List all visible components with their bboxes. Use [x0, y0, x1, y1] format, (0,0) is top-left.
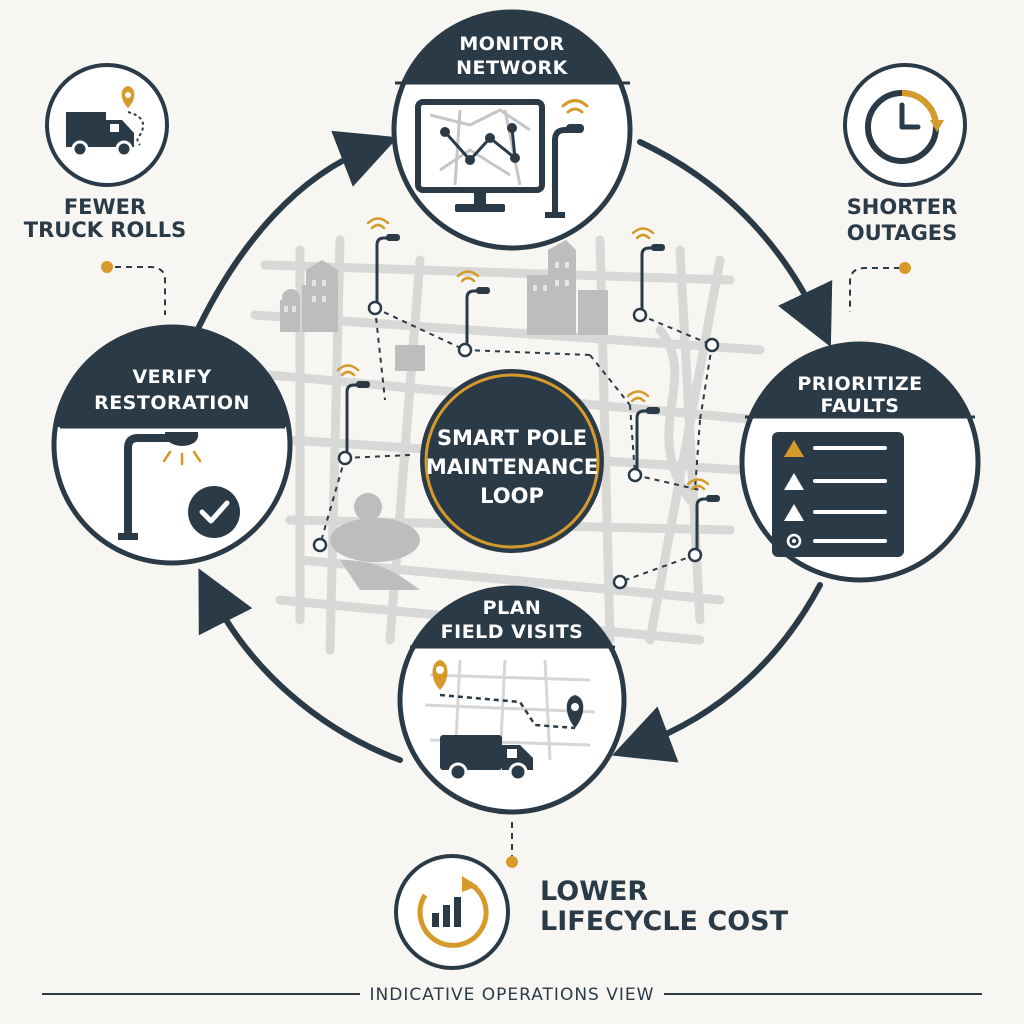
step-monitor-network: MONITOR NETWORK — [391, 9, 633, 251]
footer: INDICATIVE OPERATIONS VIEW — [42, 985, 982, 1005]
prioritize-title-line2: FAULTS — [821, 395, 900, 417]
pole-network-nodes — [312, 300, 720, 590]
wifi-signal-icons — [336, 217, 710, 491]
benefit-fewer-truck-rolls: FEWER TRUCK ROLLS — [24, 63, 186, 242]
cost-benefit-line1: LOWER — [540, 876, 648, 907]
hub-title-line1: SMART POLE — [437, 426, 587, 450]
monitor-title-line1: MONITOR — [459, 33, 564, 55]
clock-icon — [865, 90, 944, 164]
outage-benefit-line1: SHORTER — [847, 195, 958, 219]
lamp-check-icon — [118, 432, 240, 540]
route-truck-icon — [424, 659, 596, 782]
alert-list-icon — [772, 432, 904, 557]
step-plan-field-visits: PLAN FIELD VISITS — [397, 585, 627, 815]
verify-title-line2: RESTORATION — [94, 392, 250, 414]
pole-network-links — [319, 307, 713, 583]
central-hub: SMART POLE MAINTENANCE LOOP — [420, 369, 604, 553]
truck-benefit-line1: FEWER — [64, 195, 146, 219]
smart-lamp-icons — [345, 236, 712, 549]
prioritize-title-line1: PRIORITIZE — [797, 373, 922, 395]
benefit-shorter-outages: SHORTER OUTAGES — [843, 63, 967, 245]
step-prioritize-faults: PRIORITIZE FAULTS — [739, 341, 981, 583]
benefit-lower-lifecycle-cost: LOWER LIFECYCLE COST — [394, 854, 789, 970]
plan-title-line2: FIELD VISITS — [441, 621, 584, 643]
plan-title-line1: PLAN — [483, 597, 542, 619]
step-verify-restoration: VERIFY RESTORATION — [51, 324, 293, 566]
monitor-title-line2: NETWORK — [456, 57, 569, 79]
verify-title-line1: VERIFY — [132, 366, 211, 388]
truck-icon — [66, 86, 144, 158]
hub-title-line2: MAINTENANCE — [426, 455, 598, 479]
truck-benefit-line2: TRUCK ROLLS — [24, 218, 186, 242]
monitor-map-icon — [415, 99, 589, 218]
hub-title-line3: LOOP — [480, 484, 544, 508]
benefit-connectors — [115, 266, 900, 858]
connector-dots — [101, 261, 911, 868]
outage-benefit-line2: OUTAGES — [847, 221, 958, 245]
footer-caption: INDICATIVE OPERATIONS VIEW — [370, 985, 655, 1005]
city-buildings — [280, 240, 608, 590]
cost-cycle-icon — [417, 876, 489, 948]
loop-arrows — [192, 130, 833, 763]
cost-benefit-line2: LIFECYCLE COST — [540, 906, 789, 937]
lamp-heads — [356, 234, 720, 502]
